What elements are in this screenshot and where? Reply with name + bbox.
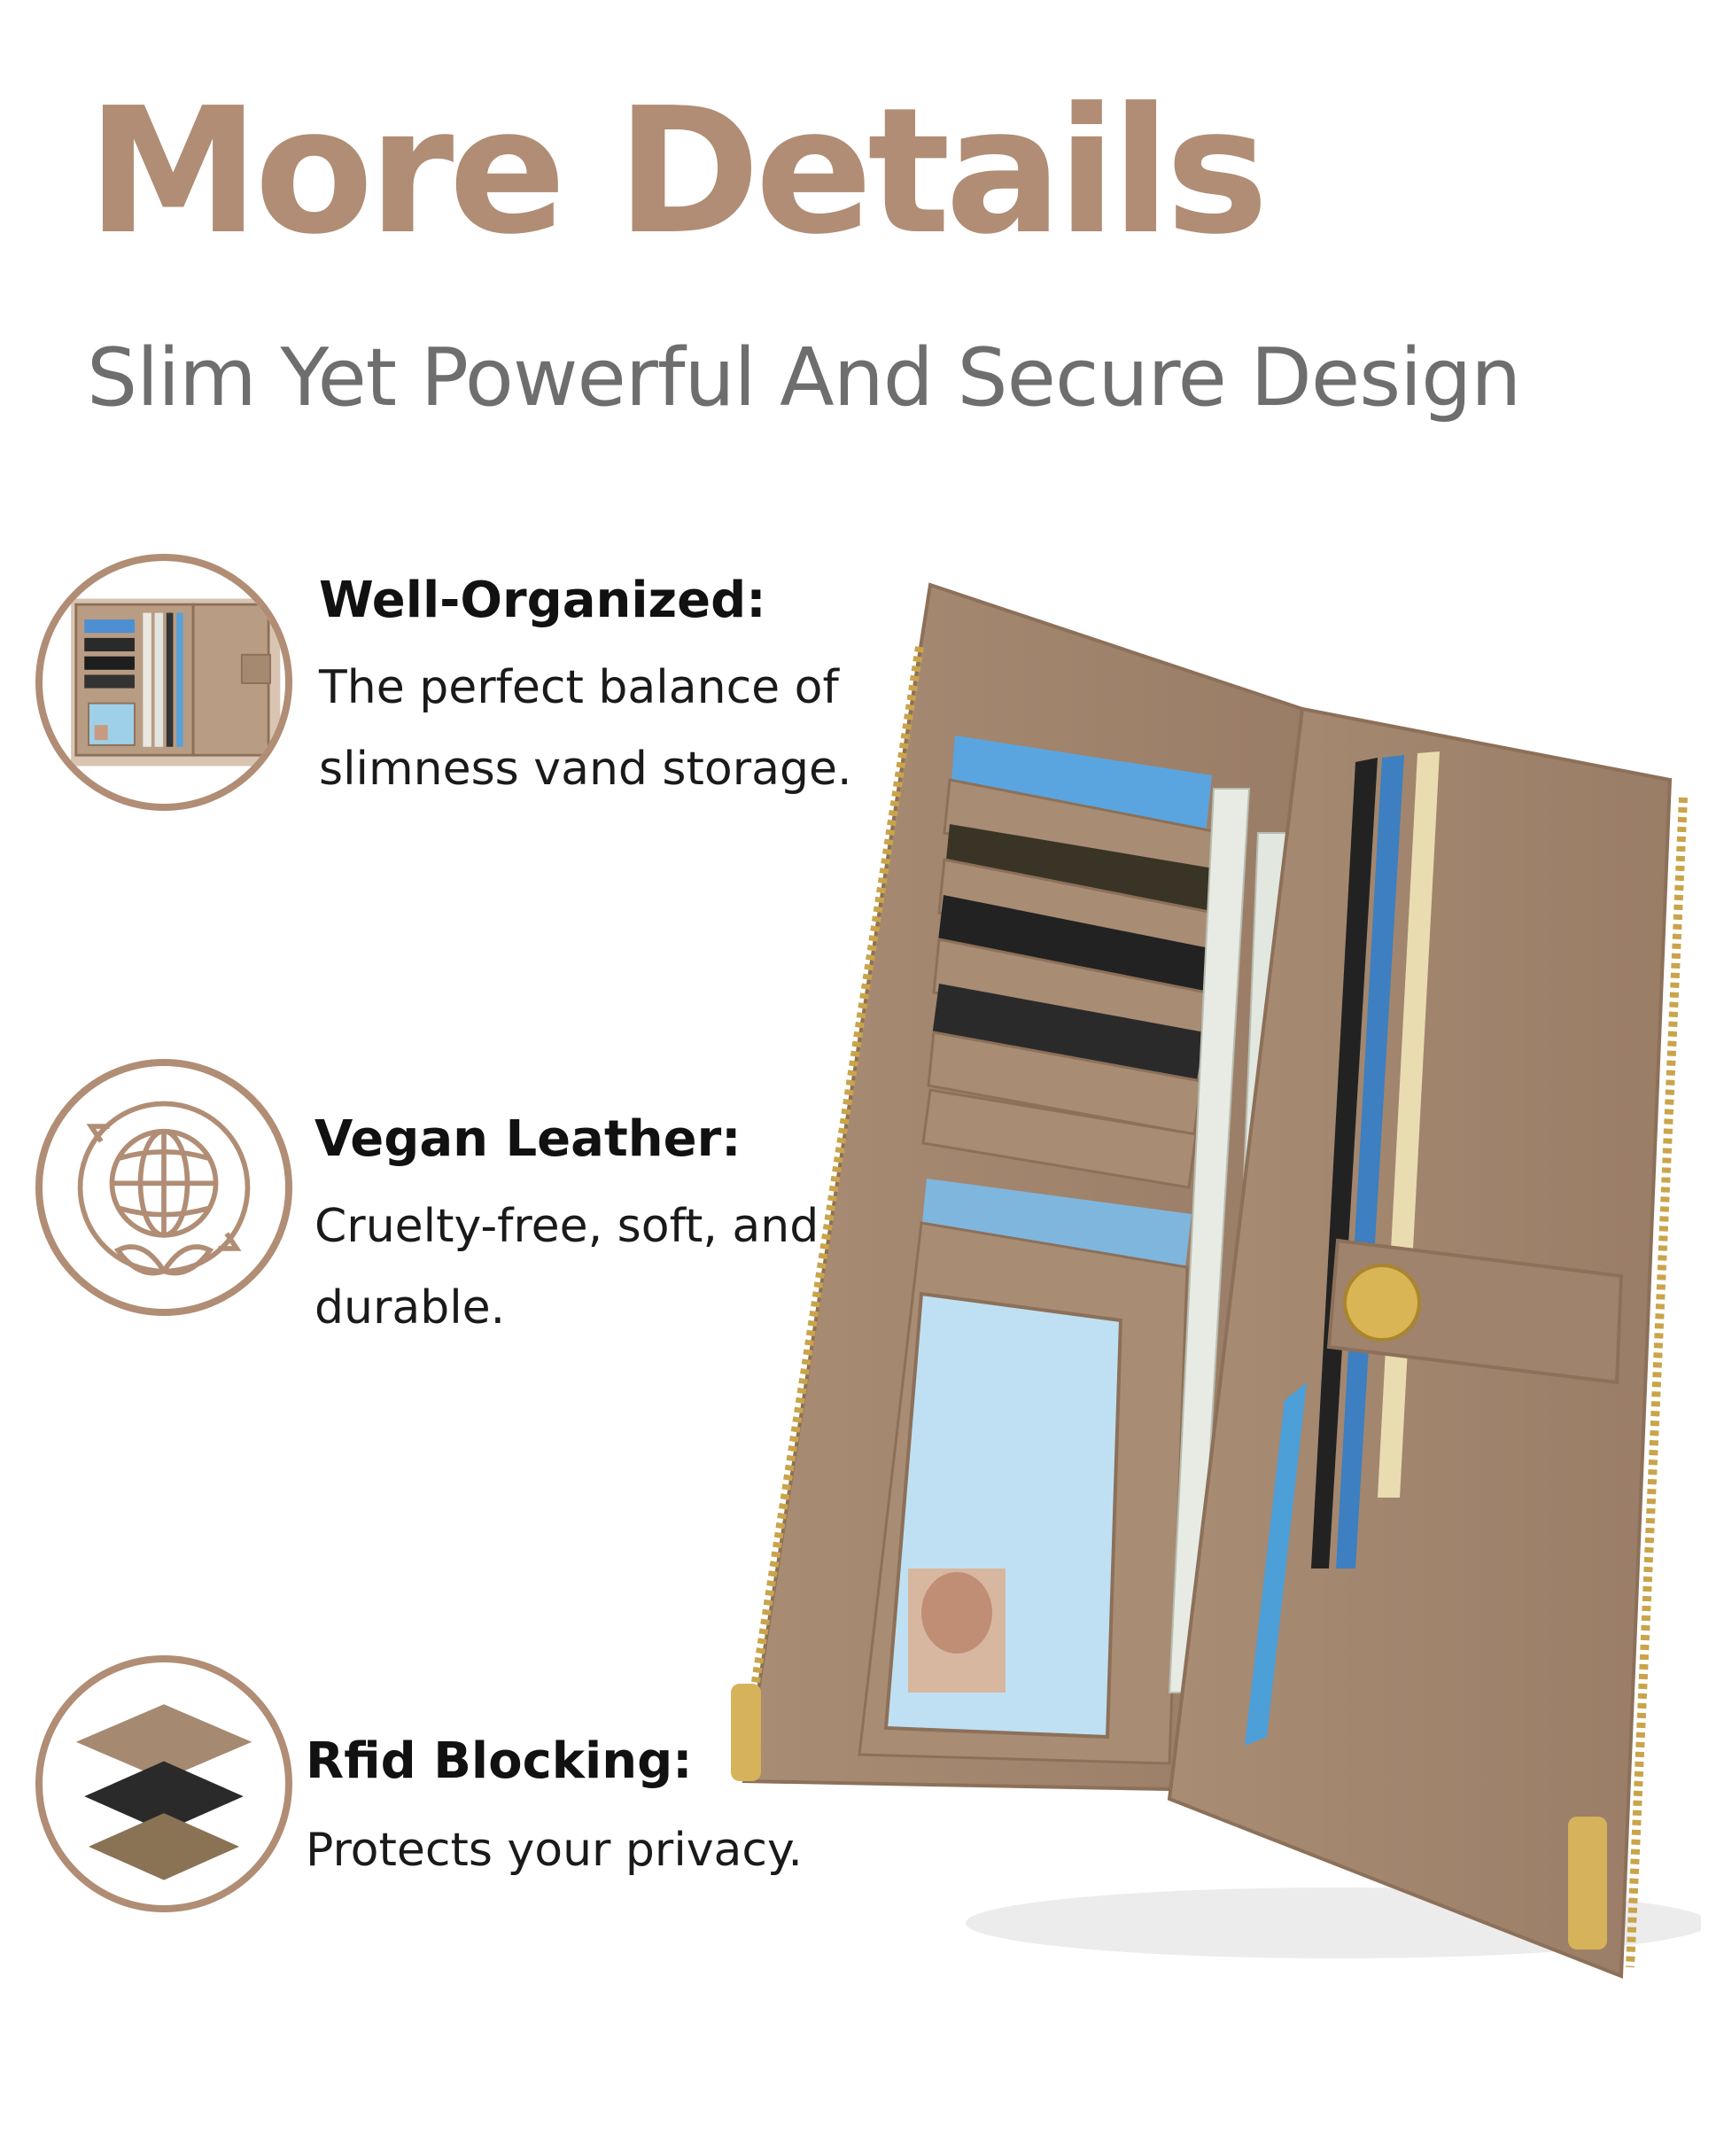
page-subtitle: Slim Yet Powerful And Secure Design xyxy=(87,331,1521,424)
wallet-open-icon xyxy=(35,554,292,811)
page-title: More Details xyxy=(87,71,1269,273)
feature-desc-rfid: Protects your privacy. xyxy=(306,1810,926,1891)
feature-title-vegan: Vegan Leather: xyxy=(315,1110,742,1168)
feature-desc-line: Protects your privacy. xyxy=(306,1824,803,1877)
feature-desc-line: durable. xyxy=(315,1281,506,1335)
feature-desc-line: The perfect balance of xyxy=(319,661,839,714)
feature-desc-vegan: Cruelty-free, soft, and durable. xyxy=(315,1186,935,1349)
feature-desc-line: Cruelty-free, soft, and xyxy=(315,1200,819,1253)
rfid-layers-icon xyxy=(35,1655,292,1912)
feature-desc-line: slimness vand storage. xyxy=(319,743,852,796)
feature-title-rfid: Rfid Blocking: xyxy=(306,1732,693,1790)
eco-globe-icon xyxy=(35,1059,292,1316)
feature-title-organized: Well-Organized: xyxy=(319,572,766,629)
feature-desc-organized: The perfect balance of slimness vand sto… xyxy=(319,647,939,810)
wallet-product-image xyxy=(718,567,1710,2020)
